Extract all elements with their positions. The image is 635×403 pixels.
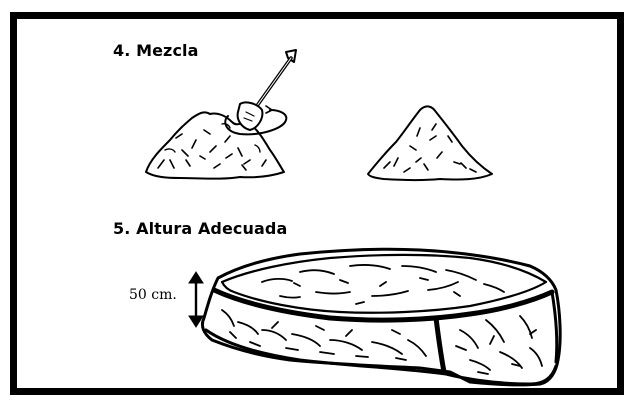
diagram-frame <box>10 12 624 395</box>
step-4-title: 4. Mezcla <box>113 41 199 60</box>
height-label: 50 cm. <box>129 287 177 303</box>
step-5-title: 5. Altura Adecuada <box>113 219 287 238</box>
